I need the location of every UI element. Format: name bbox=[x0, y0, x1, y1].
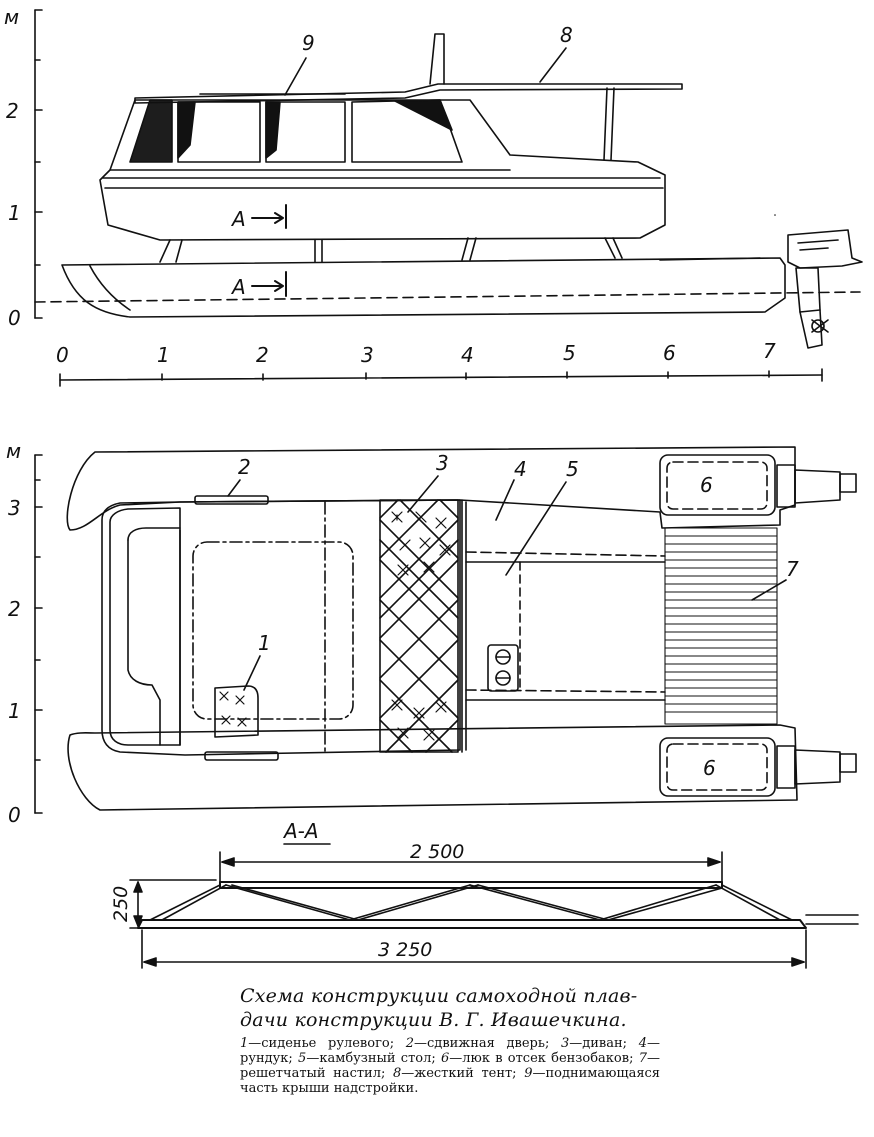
sofa-hatch bbox=[379, 499, 467, 753]
callout-4: 4 bbox=[495, 457, 527, 521]
caption-title: Схема конструкции самоходной плав- дачи … bbox=[240, 985, 638, 1031]
callout-5: 5 bbox=[505, 457, 579, 576]
fuel-hatch-top: 6 bbox=[659, 454, 776, 516]
callout-3: 3 bbox=[407, 451, 449, 513]
roof bbox=[134, 33, 683, 161]
caption: Схема конструкции самоходной плав- дачи … bbox=[240, 984, 660, 1096]
legend-item: 7—решетчатый настил; bbox=[240, 1051, 660, 1081]
svg-text:6: 6 bbox=[703, 756, 716, 780]
dim-bottom-label: 3 250 bbox=[378, 939, 432, 961]
plan-view: м 3 2 1 0 bbox=[6, 439, 857, 827]
callout-7: 7 bbox=[751, 557, 799, 601]
side-y-tick-1: 1 bbox=[8, 201, 21, 225]
side-x-tick-1: 1 bbox=[157, 343, 170, 367]
section-mark-upper: A bbox=[230, 204, 287, 231]
svg-text:8: 8 bbox=[560, 23, 573, 47]
plan-pontoons bbox=[66, 446, 798, 811]
side-x-tick-4: 4 bbox=[461, 343, 474, 367]
section-aa: А-А 2 500 250 3 250 bbox=[110, 819, 859, 969]
side-x-axis bbox=[59, 368, 823, 387]
side-x-tick-3: 3 bbox=[361, 343, 374, 367]
outboard-motor bbox=[774, 214, 863, 349]
svg-text:4: 4 bbox=[514, 457, 527, 481]
side-y-tick-2: 2 bbox=[6, 99, 19, 123]
side-x-tick-7: 7 bbox=[763, 339, 776, 363]
cabin bbox=[99, 99, 666, 263]
legend-item: 5—камбузный стол; bbox=[298, 1051, 436, 1066]
plan-y-tick-1: 1 bbox=[8, 699, 21, 723]
plan-y-axis bbox=[34, 454, 43, 814]
side-x-tick-0: 0 bbox=[56, 343, 69, 367]
dim-top-label: 2 500 bbox=[410, 841, 464, 863]
engine-top-left bbox=[776, 464, 857, 508]
grating bbox=[664, 527, 778, 725]
fuel-hatch-bottom: 6 bbox=[659, 737, 776, 797]
side-y-axis bbox=[34, 9, 43, 319]
side-y-unit: м bbox=[4, 5, 19, 29]
side-x-tick-6: 6 bbox=[663, 341, 676, 365]
svg-text:6: 6 bbox=[700, 473, 713, 497]
plan-y-tick-0: 0 bbox=[8, 803, 21, 827]
legend-item: 3—диван; bbox=[560, 1036, 628, 1051]
legend-item: 2—сдвижная дверь; bbox=[405, 1036, 550, 1051]
callout-9: 9 bbox=[284, 31, 315, 96]
side-y-tick-0: 0 bbox=[8, 306, 21, 330]
plan-y-unit: м bbox=[6, 439, 21, 463]
dim-height-label: 250 bbox=[110, 886, 132, 922]
svg-text:A: A bbox=[230, 207, 246, 231]
caption-legend: 1—сиденье рулевого; 2—сдвижная дверь; 3—… bbox=[240, 1036, 660, 1096]
plan-y-tick-3: 3 bbox=[8, 496, 21, 520]
pontoon bbox=[34, 257, 861, 318]
svg-text:2: 2 bbox=[238, 455, 251, 479]
svg-text:9: 9 bbox=[302, 31, 315, 55]
legend-item: 9—поднимающаяся часть крыши надстройки. bbox=[240, 1066, 661, 1096]
svg-text:3: 3 bbox=[436, 451, 449, 475]
sofa-stars bbox=[219, 511, 451, 741]
svg-text:7: 7 bbox=[786, 557, 799, 581]
callout-8: 8 bbox=[539, 23, 573, 83]
callout-2: 2 bbox=[227, 455, 251, 497]
legend-item: 1—сиденье рулевого; bbox=[240, 1036, 395, 1051]
callout-1: 1 bbox=[243, 631, 271, 691]
svg-text:1: 1 bbox=[258, 631, 271, 655]
plan-y-tick-2: 2 bbox=[8, 597, 21, 621]
legend-item: 4—рундук; bbox=[240, 1036, 660, 1066]
side-x-tick-5: 5 bbox=[563, 341, 576, 365]
engine-top-right bbox=[776, 745, 857, 789]
section-title: А-А bbox=[282, 819, 319, 843]
side-view: м 2 1 0 bbox=[4, 5, 863, 387]
svg-text:5: 5 bbox=[566, 457, 579, 481]
legend-item: 8—жесткий тент; bbox=[392, 1066, 517, 1081]
galley bbox=[465, 551, 666, 701]
section-mark-lower: A bbox=[230, 271, 287, 299]
side-x-tick-2: 2 bbox=[256, 343, 269, 367]
construction-drawing: м 2 1 0 bbox=[4, 5, 863, 969]
svg-text:A: A bbox=[230, 275, 246, 299]
legend-item: 6—люк в отсек бензобаков; bbox=[440, 1051, 634, 1066]
